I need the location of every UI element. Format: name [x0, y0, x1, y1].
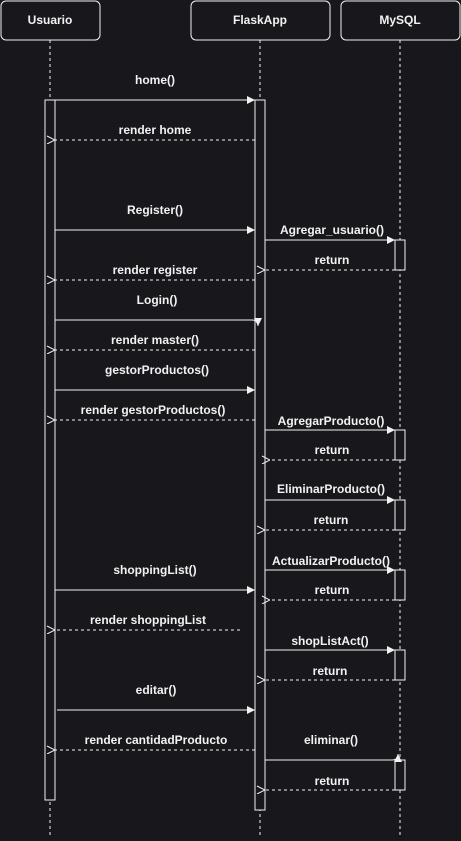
message-label: editar() [136, 683, 177, 697]
actor-usuario-label: Usuario [28, 13, 73, 27]
activation-mysql-3 [394, 499, 406, 531]
message-label: render shoppingList [90, 613, 206, 627]
activation-usuario [44, 99, 56, 801]
message-8: render master() [55, 333, 255, 350]
message-label: eliminar() [304, 733, 358, 747]
message-label: return [315, 583, 350, 597]
message-21: editar() [57, 683, 255, 714]
actor-flaskapp-label: FlaskApp [233, 13, 287, 27]
message-label: return [315, 774, 350, 788]
message-5: return [265, 253, 395, 270]
message-19: shopListAct() [265, 634, 395, 654]
message-label: gestorProductos() [105, 363, 209, 377]
message-10: render gestorProductos() [55, 403, 255, 420]
message-label: shopListAct() [291, 634, 368, 648]
call-arrow [55, 317, 262, 327]
message-7: Login() [55, 293, 262, 327]
message-label: shoppingList() [113, 563, 196, 577]
message-12: return [270, 443, 395, 460]
message-label: ActualizarProducto() [272, 554, 390, 568]
actor-mysql-label: MySQL [379, 13, 420, 27]
actor-flaskapp[interactable]: FlaskApp [190, 0, 331, 41]
actor-usuario[interactable]: Usuario [0, 0, 101, 41]
activation-mysql-5 [394, 649, 406, 681]
message-label: render cantidadProducto [85, 733, 228, 747]
message-17: return [270, 583, 395, 600]
activation-mysql-1 [394, 239, 406, 271]
message-label: render master() [111, 333, 199, 347]
actor-mysql[interactable]: MySQL [340, 0, 461, 41]
message-label: AgregarProducto() [278, 414, 385, 428]
message-label: Register() [127, 203, 183, 217]
message-20: return [265, 664, 395, 680]
message-label: return [315, 443, 350, 457]
message-13: EliminarProducto() [265, 482, 395, 504]
activation-mysql-6 [394, 759, 406, 791]
message-label: render gestorProductos() [81, 403, 226, 417]
message-label: home() [135, 73, 175, 87]
message-23: eliminar() [265, 733, 402, 763]
call-arrow [265, 753, 402, 763]
message-15: ActualizarProducto() [265, 554, 395, 574]
message-label: return [315, 253, 350, 267]
message-9: gestorProductos() [55, 363, 255, 394]
message-16: shoppingList() [55, 563, 255, 594]
message-label: return [313, 664, 348, 678]
message-label: Agregar_usuario() [280, 223, 384, 237]
message-label: EliminarProducto() [277, 482, 385, 496]
message-label: Login() [137, 293, 178, 307]
message-label: return [314, 513, 349, 527]
message-11: AgregarProducto() [265, 414, 395, 434]
message-label: render home [119, 123, 192, 137]
message-14: return [265, 513, 395, 530]
activation-mysql-4 [394, 569, 406, 601]
message-1: home() [55, 73, 255, 104]
message-22: render cantidadProducto [55, 733, 255, 750]
message-18: render shoppingList [55, 613, 240, 630]
message-3: Register() [55, 203, 255, 234]
message-2: render home [55, 123, 255, 140]
message-4: Agregar_usuario() [265, 223, 395, 244]
activation-mysql-2 [394, 429, 406, 461]
activation-flaskapp [254, 99, 266, 811]
message-label: render register [113, 263, 198, 277]
message-24: return [265, 774, 395, 790]
message-6: render register [55, 263, 255, 280]
